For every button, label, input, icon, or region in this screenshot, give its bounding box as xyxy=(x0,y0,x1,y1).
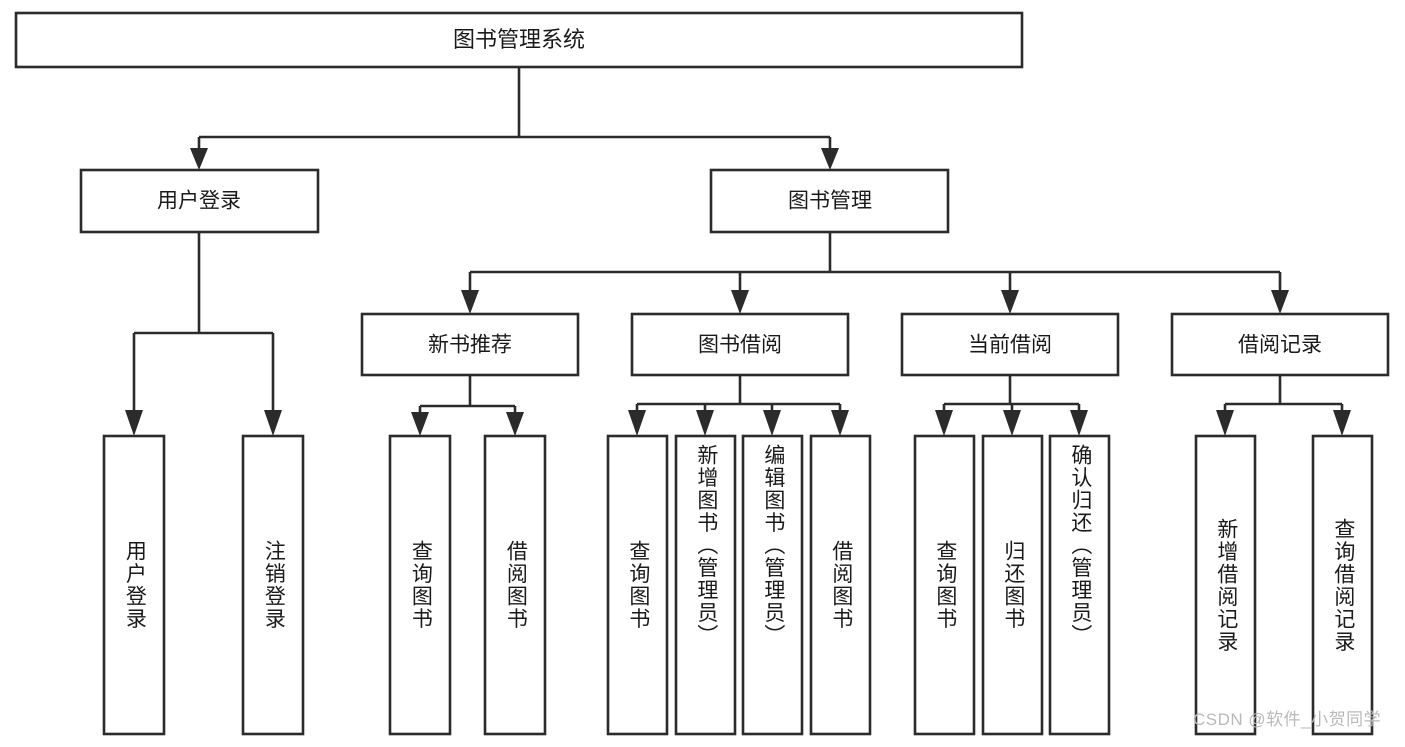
node-current-borrow-label: 当前借阅 xyxy=(968,334,1052,357)
arrow-head-leaf-return-book xyxy=(1003,410,1021,436)
node-new-book-recommend[interactable]: 新书推荐 xyxy=(360,312,580,377)
csdn-watermark: CSDN @软件_小贺同学 xyxy=(1193,710,1382,729)
node-leaf-return-book-box[interactable] xyxy=(981,434,1044,736)
arrow-head-current-borrow xyxy=(1001,290,1019,314)
node-book-borrow-box[interactable] xyxy=(630,312,850,377)
node-leaf-query-book-2-box[interactable] xyxy=(606,434,669,736)
node-new-book-recommend-label: 新书推荐 xyxy=(428,334,512,357)
arrow-head-leaf-query-record xyxy=(1333,410,1351,436)
arrow-head-leaf-query-book-3 xyxy=(935,410,953,436)
node-leaf-query-record-box[interactable] xyxy=(1311,434,1374,736)
arrow-head-user-login xyxy=(190,148,208,170)
node-leaf-edit-book-box[interactable] xyxy=(741,434,804,736)
node-root-box[interactable] xyxy=(14,11,1024,69)
arrow-head-leaf-borrow-book-2 xyxy=(831,410,849,436)
arrow-head-book-manage xyxy=(821,148,839,170)
arrow-head-borrow-record xyxy=(1271,290,1289,314)
arrow-head-leaf-confirm-return xyxy=(1070,410,1088,436)
node-leaf-borrow-book-2-box[interactable] xyxy=(809,434,872,736)
node-leaf-borrow-book-1-box[interactable] xyxy=(483,434,547,736)
node-borrow-record-box[interactable] xyxy=(1170,312,1390,377)
arrow-head-leaf-edit-book xyxy=(763,410,781,436)
arrow-head-leaf-add-record xyxy=(1216,410,1234,436)
node-borrow-record-label: 借阅记录 xyxy=(1238,334,1322,357)
node-root[interactable]: 图书管理系统 xyxy=(14,11,1024,69)
node-borrow-record[interactable]: 借阅记录 xyxy=(1170,312,1390,377)
node-root-label: 图书管理系统 xyxy=(453,27,585,52)
connector-group-current-borrow xyxy=(935,375,1088,436)
arrow-head-leaf-logout xyxy=(264,410,282,436)
connector-group-new-book-recommend xyxy=(411,375,524,436)
node-user-login[interactable]: 用户登录 xyxy=(79,168,320,234)
node-user-login-box[interactable] xyxy=(79,168,320,234)
connector-group-book-manage xyxy=(461,232,1289,314)
node-new-book-recommend-box[interactable] xyxy=(360,312,580,377)
arrow-head-new-book-recommend xyxy=(461,290,479,314)
node-user-login-label: 用户登录 xyxy=(157,190,241,213)
node-book-manage-box[interactable] xyxy=(709,168,950,234)
node-current-borrow-box[interactable] xyxy=(900,312,1120,377)
arrow-head-leaf-borrow-book-1 xyxy=(506,412,524,436)
arrow-head-book-borrow xyxy=(731,290,749,314)
connector-group-user-login xyxy=(125,232,282,436)
node-leaf-user-login-box[interactable] xyxy=(102,434,166,736)
node-book-manage[interactable]: 图书管理 xyxy=(709,168,950,234)
node-book-manage-label: 图书管理 xyxy=(788,190,872,213)
connector-group-borrow-record xyxy=(1216,375,1351,436)
arrow-head-leaf-user-login xyxy=(125,410,143,436)
arrow-head-leaf-query-book-1 xyxy=(411,412,429,436)
node-book-borrow[interactable]: 图书借阅 xyxy=(630,312,850,377)
node-current-borrow[interactable]: 当前借阅 xyxy=(900,312,1120,377)
node-leaf-query-book-3-box[interactable] xyxy=(913,434,976,736)
connector-group-root xyxy=(190,67,839,170)
node-leaf-query-book-1-box[interactable] xyxy=(388,434,452,736)
node-book-borrow-label: 图书借阅 xyxy=(698,334,782,357)
connector-group-book-borrow xyxy=(628,375,849,436)
leaf-box-group xyxy=(102,434,1374,736)
node-leaf-logout-box[interactable] xyxy=(241,434,305,736)
node-leaf-add-book-box[interactable] xyxy=(674,434,737,736)
arrow-head-leaf-add-book xyxy=(696,410,714,436)
node-leaf-confirm-return-box[interactable] xyxy=(1048,434,1111,736)
node-leaf-add-record-box[interactable] xyxy=(1194,434,1257,736)
arrow-head-leaf-query-book-2 xyxy=(628,410,646,436)
